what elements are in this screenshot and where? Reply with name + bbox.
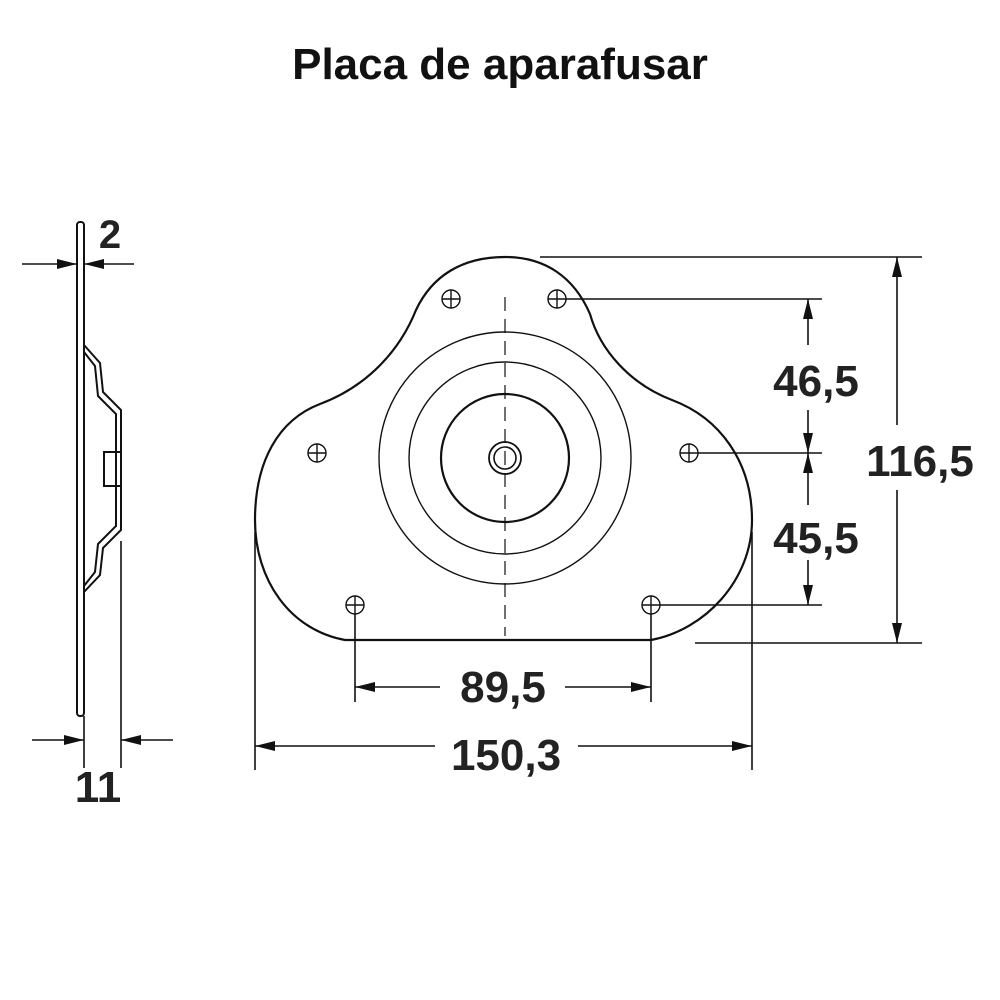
dim-side-height-label: 11	[75, 763, 122, 812]
dim-upper-spacing-label: 46,5	[773, 357, 859, 406]
side-view-plate	[76, 221, 85, 717]
side-view-hub	[103, 451, 122, 487]
inner-ring	[408, 361, 602, 555]
screw-hole-top-left	[441, 289, 461, 309]
plate-outline	[253, 255, 754, 642]
screw-hole-mid-right	[679, 443, 699, 463]
side-view-profile-inner	[83, 351, 117, 587]
screw-hole-bottom-left	[345, 595, 365, 615]
dim-lower-spacing-label: 45,5	[773, 514, 859, 563]
dim-side-height	[32, 541, 173, 768]
dim-total-height-label: 116,5	[866, 437, 974, 486]
page-title: Placa de aparafusar	[292, 40, 708, 89]
dim-total-width-label: 150,3	[451, 731, 561, 780]
dim-side-thickness-label: 2	[99, 213, 121, 257]
dim-hole-spacing-label: 89,5	[460, 663, 546, 712]
screw-hole-bottom-right	[641, 595, 661, 615]
screw-hole-mid-left	[307, 443, 327, 463]
screw-hole-top-right	[547, 289, 567, 309]
side-view	[76, 221, 122, 717]
center-hole-inner	[493, 446, 517, 470]
screw-holes	[307, 289, 699, 615]
plate-front-view	[253, 255, 754, 642]
dim-hole-spacing	[354, 614, 652, 702]
dim-vertical-extensions	[540, 256, 922, 644]
dim-total-width	[254, 532, 753, 770]
